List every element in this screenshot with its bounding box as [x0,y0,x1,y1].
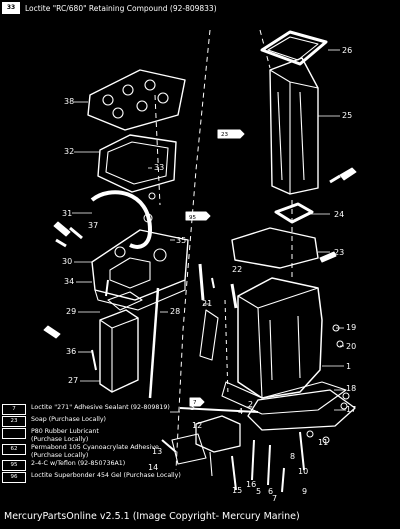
part-2-base-plate [179,389,356,431]
legend-code: 62 [10,446,18,453]
callout-17: 17 [346,405,356,414]
header-sealant-note: 33 Loctite "RC/680" Retaining Compound (… [2,1,217,15]
part-21-shift-link [198,263,219,361]
callout-12: 12 [192,421,202,430]
callout-8: 8 [290,452,295,461]
legend-row: 95 2-4-C w/Teflon (92-850736A1) [2,460,222,472]
part-26-top-seal [260,30,328,66]
legend-row: 7 Loctite "271" Adhesive Sealant (92-8098… [2,404,222,415]
part-23-gasket [231,227,319,269]
legend-text: Soap (Purchase Locally) [31,416,107,423]
legend-text: Permabond 105 Cyanoacrylate Adhesive [31,444,159,452]
callout-13: 13 [152,447,162,456]
callout-24: 24 [334,210,344,219]
part-27-water-tube-housing [99,291,143,393]
sealant-legend: 7 Loctite "271" Adhesive Sealant (92-8098… [2,404,222,484]
callout-19: 19 [346,323,356,332]
part-28-rod [148,287,160,399]
callout-3: 3 [190,403,195,412]
legend-code: 96 [10,474,18,481]
tube-25-code: 23 [221,132,228,138]
callout-36: 36 [66,347,76,356]
legend-code: 23 [10,418,18,424]
callout-6: 6 [268,487,273,496]
callout-20: 20 [346,342,356,351]
legend-code: 95 [10,462,18,469]
callout-38: 38 [64,97,74,106]
tube-35-code: 95 [189,215,196,221]
callout-31: 31 [62,209,72,218]
header-code: 33 [6,4,16,11]
callout-22: 22 [232,265,242,274]
callout-30: 30 [62,257,72,266]
sealant-tube-icon: 95 [2,460,26,472]
callout-23: 23 [334,248,344,257]
part-30-pump-base [91,229,189,311]
part-32-gasket [97,134,177,193]
part-12-bracket [171,415,241,477]
sealant-tube-icon: 23 [2,416,26,427]
callout-14: 14 [148,463,158,472]
callout-18: 18 [346,384,356,393]
tube-2-code: 7 [193,400,197,406]
callout-1: 1 [346,362,351,371]
lube-tube-icon [217,129,245,139]
callout-5: 5 [256,487,261,496]
callout-37: 37 [88,221,98,230]
legend-row: 62 Permabond 105 Cyanoacrylate Adhesive(P… [2,444,222,459]
callout-34: 34 [64,277,74,286]
legend-text: (Purchase Locally) [31,451,89,459]
sealant-tube-icon: 96 [2,472,26,484]
legend-text: Loctite "271" Adhesive Sealant (92-80981… [31,404,170,411]
callout-2: 2 [248,400,253,409]
assembly-guide-line-center [175,29,211,471]
callout-35: 35 [176,236,186,245]
callout-9: 9 [302,487,307,496]
callout-26: 26 [342,46,352,55]
part-22-pin [230,283,238,309]
callout-21: 21 [202,299,212,308]
legend-text: (Purchase Locally) [31,435,89,443]
legend-row: 23 Soap (Purchase Locally) [2,416,222,427]
callout-33: 33 [154,163,164,172]
callout-11: 11 [318,438,328,447]
sealant-tube-icon [2,428,26,439]
legend-row: P80 Rubber Lubricant(Purchase Locally) [2,428,222,443]
sealant-tube-icon: 33 [2,2,20,14]
sealant-tube-icon: 62 [2,444,26,456]
callout-10: 10 [298,467,308,476]
callout-28: 28 [170,307,180,316]
sealant-tube-icon: 7 [2,404,26,415]
part-24-seal [274,202,314,224]
callout-27: 27 [68,376,78,385]
callout-32: 32 [64,147,74,156]
callout-15: 15 [232,486,242,495]
callout-25: 25 [342,111,352,120]
part-1-driveshaft-housing [221,277,347,415]
header-text: Loctite "RC/680" Retaining Compound (92-… [25,3,217,13]
legend-text: 2-4-C w/Teflon (92-850736A1) [31,460,126,468]
part-31-seal-strip [90,190,152,249]
copyright-footer: MercuryPartsOnline v2.5.1 (Image Copyrig… [4,511,300,522]
callout-16: 16 [246,480,256,489]
part-38-plate [87,69,186,131]
callout-29: 29 [66,307,76,316]
legend-row: 96 Loctite Superbonder 454 Gel (Purchase … [2,472,222,484]
legend-text: Loctite Superbonder 454 Gel (Purchase Lo… [31,472,181,480]
legend-text: P80 Rubber Lubricant [31,428,99,435]
part-25-housing-sleeve [269,57,319,195]
callout-7: 7 [272,494,277,503]
callout-4: 4 [238,407,243,416]
legend-code: 7 [12,406,16,412]
